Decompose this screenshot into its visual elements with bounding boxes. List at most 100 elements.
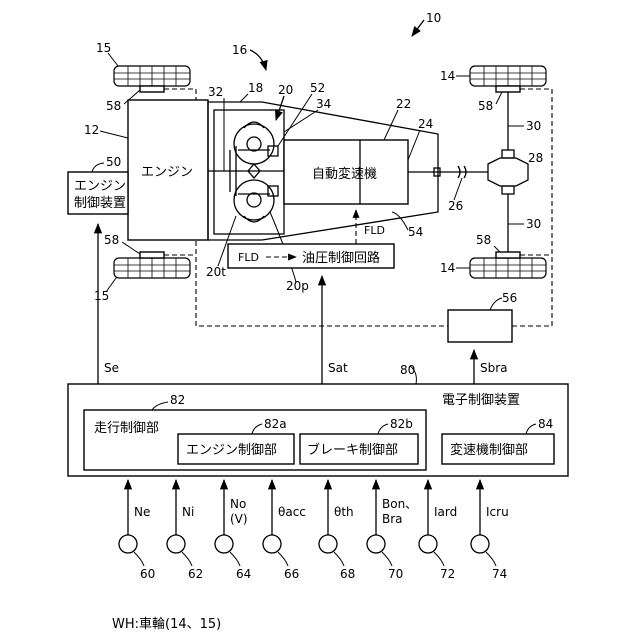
sensor-74 [471, 535, 489, 553]
leader-58-fb [122, 242, 140, 254]
ref-wheel-rear-bottom: 14 [440, 261, 455, 275]
sensor-66 [263, 535, 281, 553]
ecu-label: 電子制御装置 [442, 393, 520, 408]
leader-15-bottom [106, 278, 116, 292]
sensor-62 [167, 535, 185, 553]
ref-transmission: 22 [396, 97, 411, 111]
ref-wheel-rear-top: 14 [440, 69, 455, 83]
ref-output-shaft: 24 [418, 117, 433, 131]
travel-control-label: 走行制御部 [94, 421, 159, 436]
leader-34 [284, 110, 318, 132]
leader-20 [276, 96, 284, 120]
sensor-signal-64: No [230, 497, 246, 511]
ref-shift-control-section: 84 [538, 417, 553, 431]
sensor-ref-64: 64 [236, 567, 251, 581]
ref-vehicle-arrow [412, 20, 424, 36]
sensor-leader-74 [486, 552, 496, 566]
sensor-signal2-64: (V) [230, 512, 248, 526]
brake-line-network [164, 89, 552, 326]
leader-15-top [108, 53, 118, 66]
ref-vehicle: 10 [426, 11, 441, 25]
sensor-leader-68 [334, 552, 344, 566]
sensor-leader-66 [278, 552, 288, 566]
leader-12 [100, 131, 128, 138]
sensor-leader-70 [382, 552, 392, 566]
leader-54 [392, 212, 408, 230]
engine-control-section-label: エンジン制御部 [186, 443, 277, 458]
sensor-signal-62: Ni [182, 505, 194, 519]
shift-control-section-label: 変速機制御部 [450, 442, 528, 458]
wheel-front-top [114, 66, 190, 92]
differential-gear [488, 150, 528, 194]
sensor-signal-74: Icru [486, 505, 509, 519]
sensor-72 [419, 535, 437, 553]
brake-actuator [448, 310, 512, 342]
sensor-ref-66: 66 [284, 567, 299, 581]
ref-brake-rear-top: 58 [478, 99, 493, 113]
sensor-ref-68: 68 [340, 567, 355, 581]
leader-24 [408, 130, 420, 160]
sensor-signal-72: Iard [434, 505, 457, 519]
hydraulic-label: 油圧制御回路 [302, 250, 380, 266]
ref-engine-control-section: 82a [264, 417, 287, 431]
wheel-rear-bottom [470, 252, 546, 278]
ref-brake-actuator: 56 [502, 291, 517, 305]
sensor-68 [319, 535, 337, 553]
signal-se: Se [104, 361, 119, 375]
sensor-group: Ne 60 Ni 62 No(V) 64 θacc 66 θth 68 Bon、Bra 70 Iard 7… [119, 480, 509, 581]
sensor-ref-74: 74 [492, 567, 507, 581]
engine-control-label-1: エンジン [74, 179, 126, 194]
leader-18 [240, 94, 248, 102]
ref-brake-front-top: 58 [106, 99, 121, 113]
sensor-signal-68: θth [334, 505, 354, 519]
sensor-signal-66: θacc [278, 505, 306, 519]
wheel-rear-top [470, 66, 546, 92]
ref-tc-turbine: 20t [206, 265, 226, 279]
sensor-leader-60 [134, 552, 144, 566]
engine-label: エンジン [141, 165, 193, 180]
ref-brake-control-section: 82b [390, 417, 413, 431]
leader-26 [454, 178, 462, 200]
sensor-ref-62: 62 [188, 567, 203, 581]
ref-engine: 12 [84, 123, 99, 137]
sensor-ref-60: 60 [140, 567, 155, 581]
turbine-impeller [234, 122, 274, 164]
ref-travel-control: 82 [170, 393, 185, 407]
ref-axle-bottom: 30 [526, 217, 541, 231]
sensor-leader-62 [182, 552, 192, 566]
sensor-leader-64 [230, 552, 240, 566]
signal-sat: Sat [328, 361, 348, 375]
ref-torque-converter: 20 [278, 83, 293, 97]
ref-axle-top: 30 [526, 119, 541, 133]
brake-control-section-label: ブレーキ制御部 [307, 442, 398, 458]
sensor-signal-70: Bon、 [382, 497, 417, 511]
leader-50 [92, 163, 104, 172]
sensor-signal-60: Ne [134, 505, 150, 519]
sensor-signal2-70: Bra [382, 512, 403, 526]
ref-lockup-clutch: 34 [316, 97, 331, 111]
footnote: WH:車輪(14、15) [112, 616, 221, 632]
sensor-64 [215, 535, 233, 553]
fld-label-a: FLD [238, 251, 259, 264]
wheel-front-bottom [114, 252, 190, 278]
ref-power-transmission-arrow [250, 50, 266, 70]
signal-sbra: Sbra [480, 361, 508, 375]
ref-power-transmission: 16 [232, 43, 247, 57]
sensor-60 [119, 535, 137, 553]
sensor-leader-72 [434, 552, 444, 566]
sensor-ref-70: 70 [388, 567, 403, 581]
ref-case: 18 [248, 81, 263, 95]
ref-oil-pump: 52 [310, 81, 325, 95]
ref-input-shaft: 32 [208, 85, 223, 99]
ref-propeller-shaft: 26 [448, 199, 463, 213]
transmission-label: 自動変速機 [312, 166, 377, 182]
ref-differential: 28 [528, 151, 543, 165]
sensor-ref-72: 72 [440, 567, 455, 581]
ref-brake-rear-bottom: 58 [476, 233, 491, 247]
ref-brake-front-bottom: 58 [104, 233, 119, 247]
ref-engine-control: 50 [106, 155, 121, 169]
leader-56 [490, 298, 502, 310]
sensor-70 [367, 535, 385, 553]
leader-58-rt [496, 92, 502, 104]
engine-control-label-2: 制御装置 [74, 196, 126, 211]
